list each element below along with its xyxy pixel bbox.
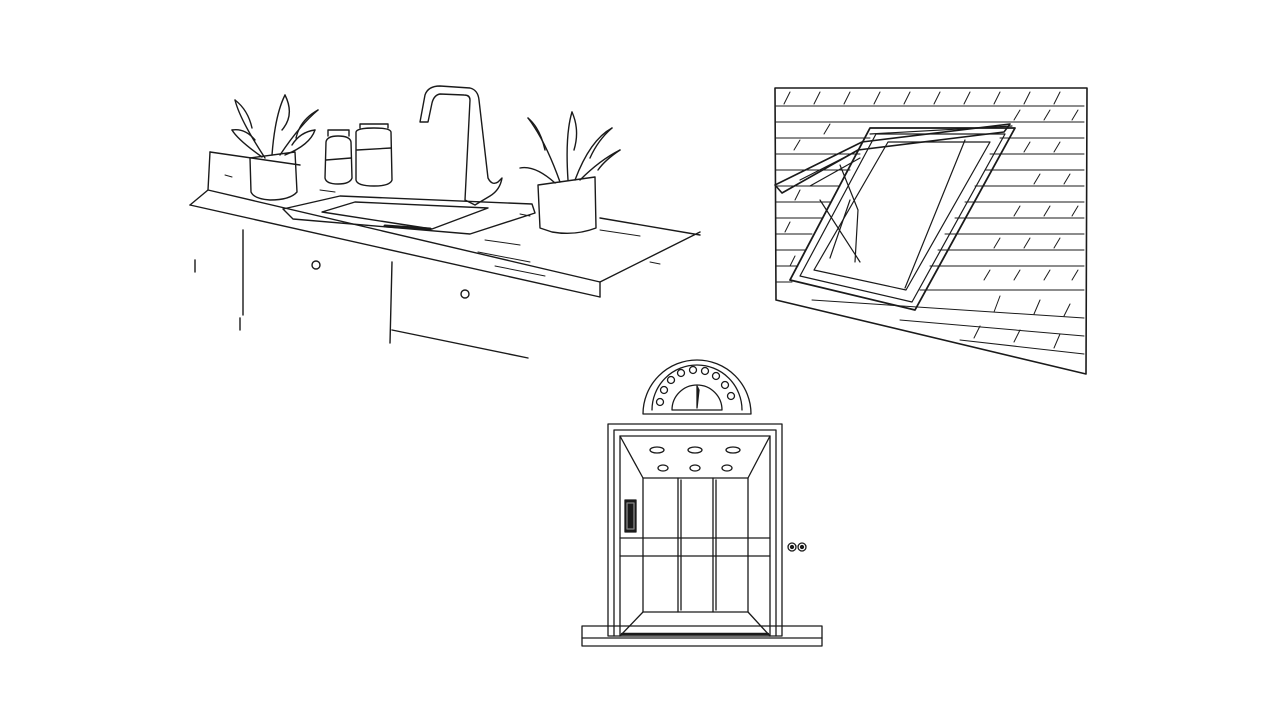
faucet — [420, 86, 502, 205]
sink-basin — [322, 202, 488, 229]
jar-small — [325, 136, 352, 184]
pot-left — [250, 152, 297, 200]
roof-skylight-window-illustration — [770, 84, 1090, 379]
call-button-icon — [788, 543, 806, 551]
floor-indicator-icon — [643, 360, 751, 414]
cabinet-knob-right — [461, 290, 469, 298]
skylight-sash — [775, 124, 1010, 193]
skylight-frame — [790, 128, 1015, 310]
countertop — [208, 152, 700, 282]
pot-right — [538, 177, 596, 233]
jar-large — [356, 128, 392, 186]
roof-shingles — [776, 92, 1084, 354]
elevator-frame — [608, 424, 782, 636]
elevator-illustration — [578, 356, 826, 652]
kitchen-sink-illustration — [185, 80, 710, 370]
elevator-sill — [582, 626, 822, 646]
sink-rim — [283, 196, 535, 234]
cabinet-knob-left — [312, 261, 320, 269]
control-panel-icon — [625, 500, 636, 532]
